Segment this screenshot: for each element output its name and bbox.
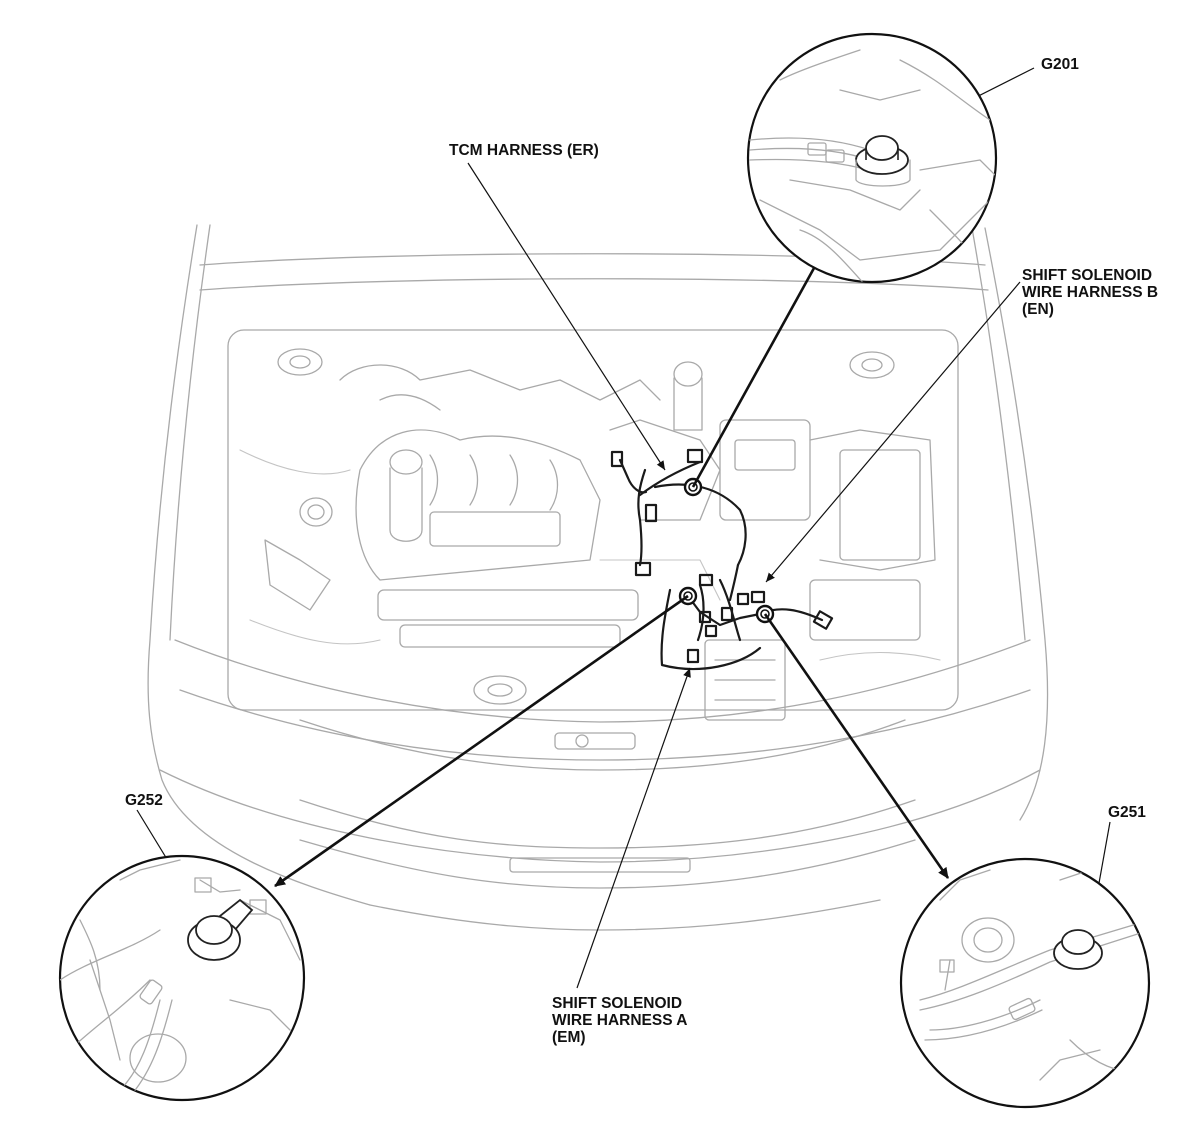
detail-circle-g252: [58, 854, 306, 1102]
car-body-outline: [147, 224, 1049, 931]
label-shift-solenoid-b: SHIFT SOLENOID WIRE HARNESS B (EN): [1022, 267, 1158, 318]
engine-components: [227, 329, 959, 721]
label-shift-solenoid-a-line2: WIRE HARNESS A: [552, 1012, 688, 1029]
label-shift-solenoid-a-line3: (EM): [552, 1029, 586, 1046]
label-g201: G201: [1041, 56, 1079, 73]
callout-arrows: [274, 249, 950, 888]
detail-circle-g201: [746, 32, 998, 284]
label-shift-solenoid-b-line3: (EN): [1022, 301, 1054, 318]
label-g251: G251: [1108, 804, 1146, 821]
label-g252: G252: [125, 792, 163, 809]
label-tcm-harness: TCM HARNESS (ER): [449, 142, 599, 159]
label-shift-solenoid-b-line1: SHIFT SOLENOID: [1022, 267, 1153, 284]
wire-harness-paths: [610, 448, 834, 671]
label-shift-solenoid-a-line1: SHIFT SOLENOID: [552, 995, 683, 1012]
label-shift-solenoid-b-line2: WIRE HARNESS B: [1022, 284, 1159, 301]
label-shift-solenoid-a: SHIFT SOLENOID WIRE HARNESS A (EM): [552, 995, 688, 1046]
detail-circle-g251: [899, 857, 1151, 1109]
